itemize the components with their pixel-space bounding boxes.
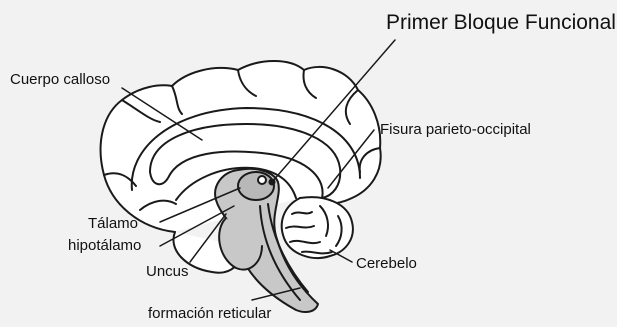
pineal-marker xyxy=(258,176,266,184)
label-hypothalamus: hipotálamo xyxy=(68,238,141,253)
diagram-title: Primer Bloque Funcional xyxy=(386,12,616,33)
label-corpus-callosum: Cuerpo calloso xyxy=(10,72,110,87)
label-reticular-formation: formación reticular xyxy=(148,306,271,321)
label-uncus: Uncus xyxy=(146,264,189,279)
label-thalamus: Tálamo xyxy=(88,216,138,231)
thalamus xyxy=(238,172,274,200)
label-cerebellum: Cerebelo xyxy=(356,256,417,271)
label-parieto-occipital-fissure: Fisura parieto-occipital xyxy=(380,122,531,137)
